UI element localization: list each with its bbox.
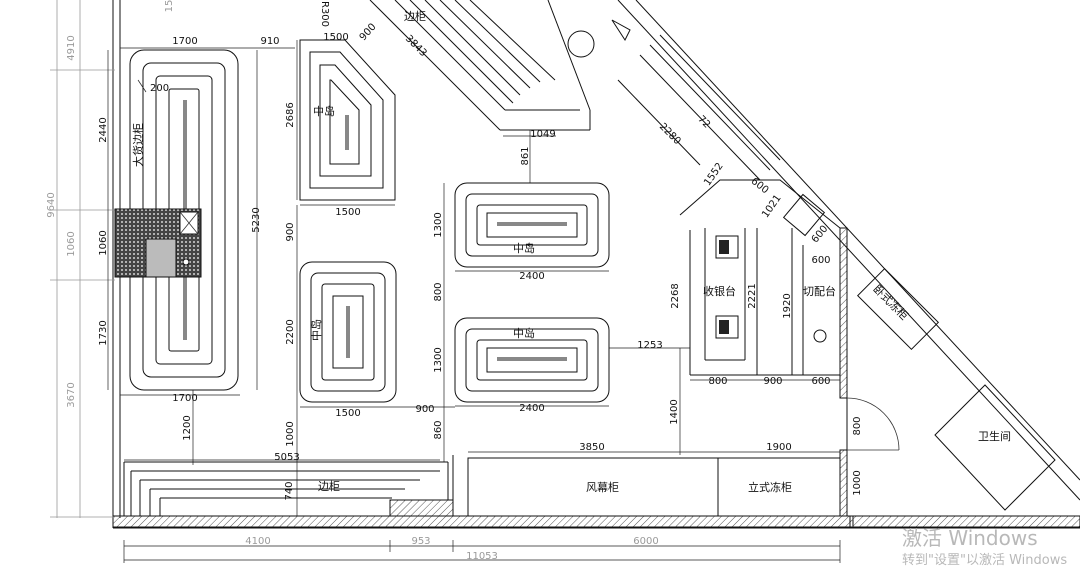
dim-1300-b: 1300 [433, 347, 444, 372]
dim-6000: 6000 [633, 536, 658, 547]
toilet-room: 卫生间 [934, 384, 1056, 511]
dim-2440: 2440 [98, 117, 109, 142]
watermark-line2: 转到"设置"以激活 Windows [902, 553, 1067, 567]
dim-1730: 1730 [98, 320, 109, 345]
watermark-line1: 激活 Windows [902, 526, 1038, 550]
label-toilet: 卫生间 [978, 429, 1011, 443]
dim-1700-top: 1700 [172, 36, 197, 47]
dim-900-diag: 900 [358, 22, 379, 44]
upper-middle-island: 中岛 2686 1500 1500 900 R300 900 [285, 1, 396, 262]
dim-900-vert: 900 [285, 222, 296, 241]
dim-3850: 3850 [579, 442, 604, 453]
dim-1253: 1253 [637, 340, 662, 351]
dim-15: 15 [164, 0, 175, 12]
dim-900-cashier: 900 [763, 376, 782, 387]
dim-600-right: 600 [811, 255, 830, 266]
dim-1060-inner: 1060 [98, 230, 109, 255]
diagonal-entrance: 2280 72 [567, 19, 781, 181]
label-side-cabinet-bottom: 边柜 [318, 480, 340, 493]
dim-1200: 1200 [182, 415, 193, 440]
label-big-side-cabinet: 大货边柜 [131, 123, 145, 167]
label-middle-island-3: 中岛 [513, 326, 535, 340]
dim-2268: 2268 [670, 283, 681, 308]
dim-2200: 2200 [285, 319, 296, 344]
dim-1021: 1021 [760, 193, 784, 220]
dim-860: 860 [433, 420, 444, 439]
dim-1500-b: 1500 [335, 408, 360, 419]
label-middle-island-1: 中岛 [313, 104, 335, 118]
left-lower-island: 中岛 2200 1500 900 1000 [285, 261, 455, 462]
side-door: 800 1000 [846, 397, 900, 496]
dim-1060-left: 1060 [66, 231, 77, 256]
dim-953: 953 [411, 536, 430, 547]
dim-5230: 5230 [251, 207, 262, 232]
label-side-cabinet-top: 边柜 [404, 10, 426, 23]
dim-1920: 1920 [782, 293, 793, 318]
center-island-lower: 中岛 2400 1300 860 1253 1400 [433, 317, 690, 455]
label-radius: R300 [319, 1, 330, 27]
label-cashier: 收银台 [703, 284, 736, 298]
dim-800-a: 800 [433, 282, 444, 301]
air-curtain-and-vertical-freezer: 风幕柜 立式冻柜 3850 1900 [467, 442, 841, 517]
label-air-curtain-cabinet: 风幕柜 [586, 480, 619, 494]
label-middle-island-4: 中岛 [309, 319, 323, 341]
outer-walls [112, 0, 1080, 529]
dim-3670: 3670 [66, 382, 77, 407]
label-cutting-table: 切配台 [803, 284, 836, 298]
dim-1000-right: 1000 [852, 470, 863, 495]
label-horizontal-freezer: 卧式冻柜 [870, 282, 911, 323]
dim-1500-a: 1500 [335, 207, 360, 218]
label-middle-island-2: 中岛 [513, 241, 535, 255]
left-dimension-chain: 4910 9640 1060 3670 15 [46, 0, 175, 518]
bottom-side-cabinet: 边柜 5053 740 [123, 452, 454, 517]
dim-861: 861 [520, 146, 531, 165]
label-vertical-freezer: 立式冻柜 [748, 480, 792, 494]
dim-9640: 9640 [46, 192, 57, 217]
dim-1552: 1552 [702, 161, 726, 188]
dim-11053: 11053 [466, 551, 498, 562]
dim-740: 740 [284, 481, 295, 500]
dim-910: 910 [260, 36, 279, 47]
horizontal-freezer: 卧式冻柜 [856, 267, 940, 351]
dim-900-bottom: 900 [415, 404, 434, 415]
dim-1500-top: 1500 [323, 32, 348, 43]
dim-2221: 2221 [747, 283, 758, 308]
dim-5053: 5053 [274, 452, 299, 463]
dim-1700-bottom: 1700 [172, 393, 197, 404]
dim-1400: 1400 [669, 399, 680, 424]
dim-1049: 1049 [530, 129, 555, 140]
dim-2686: 2686 [285, 102, 296, 127]
dim-600-cashier: 600 [811, 376, 830, 387]
center-island-upper: 中岛 2400 1300 800 [433, 182, 610, 462]
big-side-cabinet: 大货边柜 1700 910 1700 5230 2440 1060 1730 2… [98, 36, 295, 465]
dim-800-cashier: 800 [708, 376, 727, 387]
dim-2400-a: 2400 [519, 271, 544, 282]
dim-2400-b: 2400 [519, 403, 544, 414]
bottom-dimension-chain: 4100 953 6000 11053 [123, 536, 841, 563]
dim-800-door: 800 [852, 416, 863, 435]
dim-1300-a: 1300 [433, 212, 444, 237]
cashier-area: 收银台 切配台 800 900 600 2268 2221 1920 600 6… [670, 161, 841, 387]
dim-4100: 4100 [245, 536, 270, 547]
dim-1900: 1900 [766, 442, 791, 453]
dim-4910: 4910 [66, 35, 77, 60]
dim-200: 200 [150, 83, 169, 94]
dim-1000-left: 1000 [285, 421, 296, 446]
windows-activation-watermark: 激活 Windows 转到"设置"以激活 Windows [902, 526, 1067, 567]
top-diagonal-cabinet: 边柜 3843 1049 861 [369, 0, 591, 183]
